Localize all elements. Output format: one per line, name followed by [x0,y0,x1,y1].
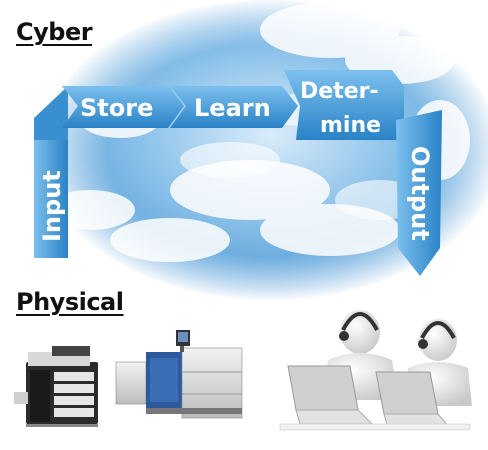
production-press-icon [115,330,243,419]
determine-step: Deter- mine [284,70,404,140]
determine-step-label-line1: Deter- [300,79,379,104]
store-step-label: Store [80,94,153,122]
cyber-label: Cyber [16,18,93,46]
learn-step-label: Learn [194,94,271,122]
learn-step: Learn [170,86,298,128]
physical-label: Physical [16,288,124,316]
store-step: Store [62,86,184,128]
determine-step-label-line2: mine [320,113,381,138]
output-step-label: Output [406,146,434,241]
operators-at-laptops-icon [279,310,472,431]
input-step-label: Input [38,170,66,242]
printer-icon [14,346,98,427]
input-step: Input [34,86,68,258]
output-step: Output [396,110,442,276]
process-flow: Input Store Learn Deter- mine Output [34,70,442,276]
